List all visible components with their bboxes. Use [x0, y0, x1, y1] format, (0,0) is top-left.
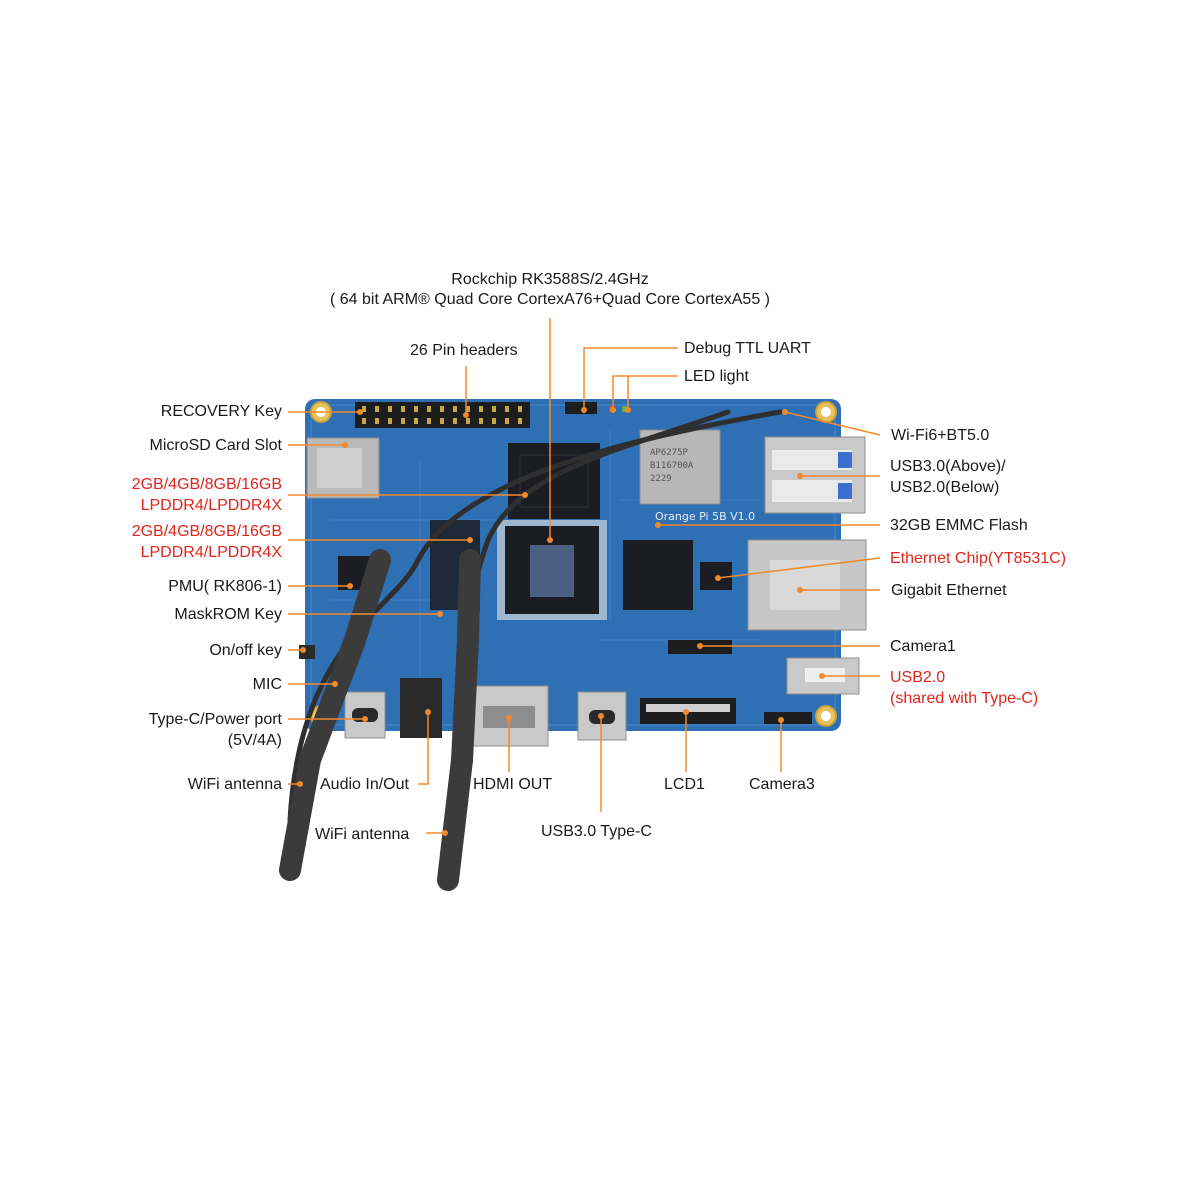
- label-debug-uart: Debug TTL UART: [684, 340, 811, 357]
- label-led-light: LED light: [684, 368, 749, 385]
- label-wifi-bt: Wi-Fi6+BT5.0: [891, 427, 990, 444]
- label-hdmi-out: HDMI OUT: [473, 776, 553, 793]
- label-maskrom-key: MaskROM Key: [174, 606, 282, 623]
- soc-title: Rockchip RK3588S/2.4GHz: [451, 271, 649, 288]
- label-pin-headers: 26 Pin headers: [410, 342, 518, 359]
- ethernet-jack: [747, 539, 867, 631]
- label-lcd1: LCD1: [664, 776, 705, 793]
- microsd-slot: [306, 437, 380, 499]
- label-typec-power-line2: (5V/4A): [227, 732, 282, 749]
- usb-stack-port: [764, 436, 866, 514]
- svg-text:AP6275P: AP6275P: [650, 448, 689, 458]
- label-camera3: Camera3: [749, 776, 815, 793]
- label-typec-power-line1: Type-C/Power port: [148, 711, 282, 728]
- label-ram1-line1: 2GB/4GB/8GB/16GB: [131, 476, 282, 493]
- label-ethernet-chip: Ethernet Chip(YT8531C): [890, 550, 1067, 567]
- svg-text:2229: 2229: [650, 474, 672, 484]
- label-pmu: PMU( RK806-1): [168, 578, 282, 595]
- label-usb3-typec: USB3.0 Type-C: [541, 823, 652, 840]
- label-camera1: Camera1: [890, 638, 956, 655]
- svg-text:B116700A: B116700A: [650, 461, 694, 471]
- label-ram1-line2: LPDDR4/LPDDR4X: [140, 497, 282, 514]
- label-usb-stack-line2: USB2.0(Below): [890, 479, 1000, 496]
- debug-uart-header: [565, 402, 597, 414]
- label-gigabit-ethernet: Gigabit Ethernet: [891, 582, 1007, 599]
- leader-dots: [297, 407, 825, 836]
- label-recovery-key: RECOVERY Key: [160, 403, 282, 420]
- emmc-chip: [623, 540, 693, 610]
- board-silkscreen: Orange Pi 5B V1.0: [655, 510, 755, 523]
- led-green: [622, 406, 628, 412]
- label-wifi-antenna-bottom: WiFi antenna: [315, 826, 410, 843]
- wifi-module: AP6275P B116700A 2229: [639, 429, 721, 505]
- label-usb2-line2: (shared with Type-C): [890, 690, 1039, 707]
- label-microsd-slot: MicroSD Card Slot: [149, 437, 282, 454]
- label-mic: MIC: [252, 676, 282, 693]
- soc-chip: [497, 520, 607, 620]
- label-ram2-line2: LPDDR4/LPDDR4X: [140, 544, 282, 561]
- camera3-connector: [764, 712, 812, 724]
- audio-jack: [400, 678, 442, 738]
- label-emmc: 32GB EMMC Flash: [890, 517, 1028, 534]
- pin-header: [355, 402, 530, 428]
- label-usb-stack-line1: USB3.0(Above)/: [890, 458, 1006, 475]
- label-usb2-line1: USB2.0: [890, 669, 946, 686]
- label-audio: Audio In/Out: [320, 776, 409, 793]
- soc-subtitle: ( 64 bit ARM® Quad Core CortexA76+Quad C…: [330, 291, 770, 308]
- label-wifi-antenna-left: WiFi antenna: [187, 776, 282, 793]
- label-onoff-key: On/off key: [209, 642, 282, 659]
- label-ram2-line1: 2GB/4GB/8GB/16GB: [131, 523, 282, 540]
